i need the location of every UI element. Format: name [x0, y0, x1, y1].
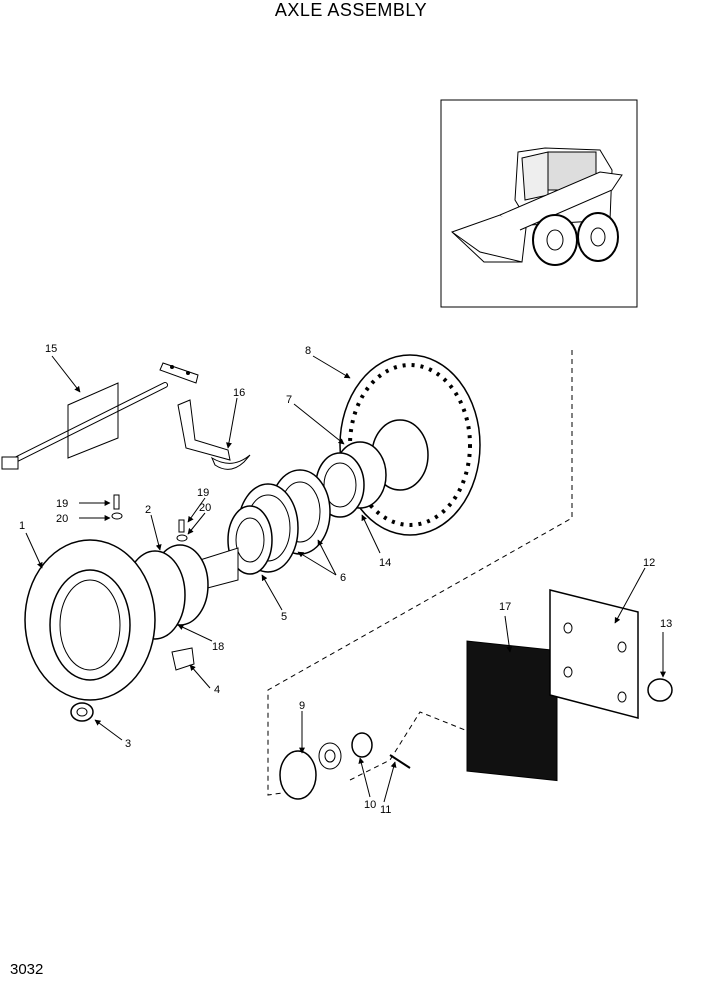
callout-2: 2 [145, 504, 151, 516]
skid-steer-inset [440, 99, 638, 308]
callout-1: 1 [19, 520, 25, 532]
part-10-castle-nut [351, 732, 373, 758]
page-title: AXLE ASSEMBLY [274, 0, 428, 20]
part-19-20-bolt-washer [111, 494, 188, 542]
part-15-sensor-bracket [1, 362, 199, 470]
part-11-cotter-pin [389, 754, 411, 769]
callout-15: 15 [45, 343, 57, 355]
callout-7: 7 [286, 394, 292, 406]
callout-16: 16 [233, 387, 245, 399]
part-17-plate [466, 640, 558, 782]
callout-10: 10 [364, 799, 376, 811]
callout-4: 4 [214, 684, 220, 696]
part-13-nut [647, 678, 673, 702]
part-9-washer [279, 742, 342, 800]
callout-13: 13 [660, 618, 672, 630]
callout-19b: 19 [197, 487, 209, 499]
part-3-lug-nut [70, 702, 94, 722]
callout-12: 12 [643, 557, 655, 569]
callout-3: 3 [125, 738, 131, 750]
callout-20a: 20 [56, 513, 68, 525]
callout-20b: 20 [199, 502, 211, 514]
part-12-plate [549, 589, 639, 719]
callout-18: 18 [212, 641, 224, 653]
page-number: 3032 [10, 961, 44, 978]
part-4-wheel-stud [171, 647, 195, 671]
callout-19a: 19 [56, 498, 68, 510]
callout-9: 9 [299, 700, 305, 712]
callout-17: 17 [499, 601, 511, 613]
callout-8: 8 [305, 345, 311, 357]
callout-14: 14 [379, 557, 391, 569]
part-5-bearing-cone [227, 505, 273, 575]
callout-11: 11 [380, 804, 391, 816]
callout-6: 6 [340, 572, 346, 584]
part-16-bracket [177, 399, 251, 470]
callout-5: 5 [281, 611, 287, 623]
part-1-wheel-flange [24, 539, 156, 701]
